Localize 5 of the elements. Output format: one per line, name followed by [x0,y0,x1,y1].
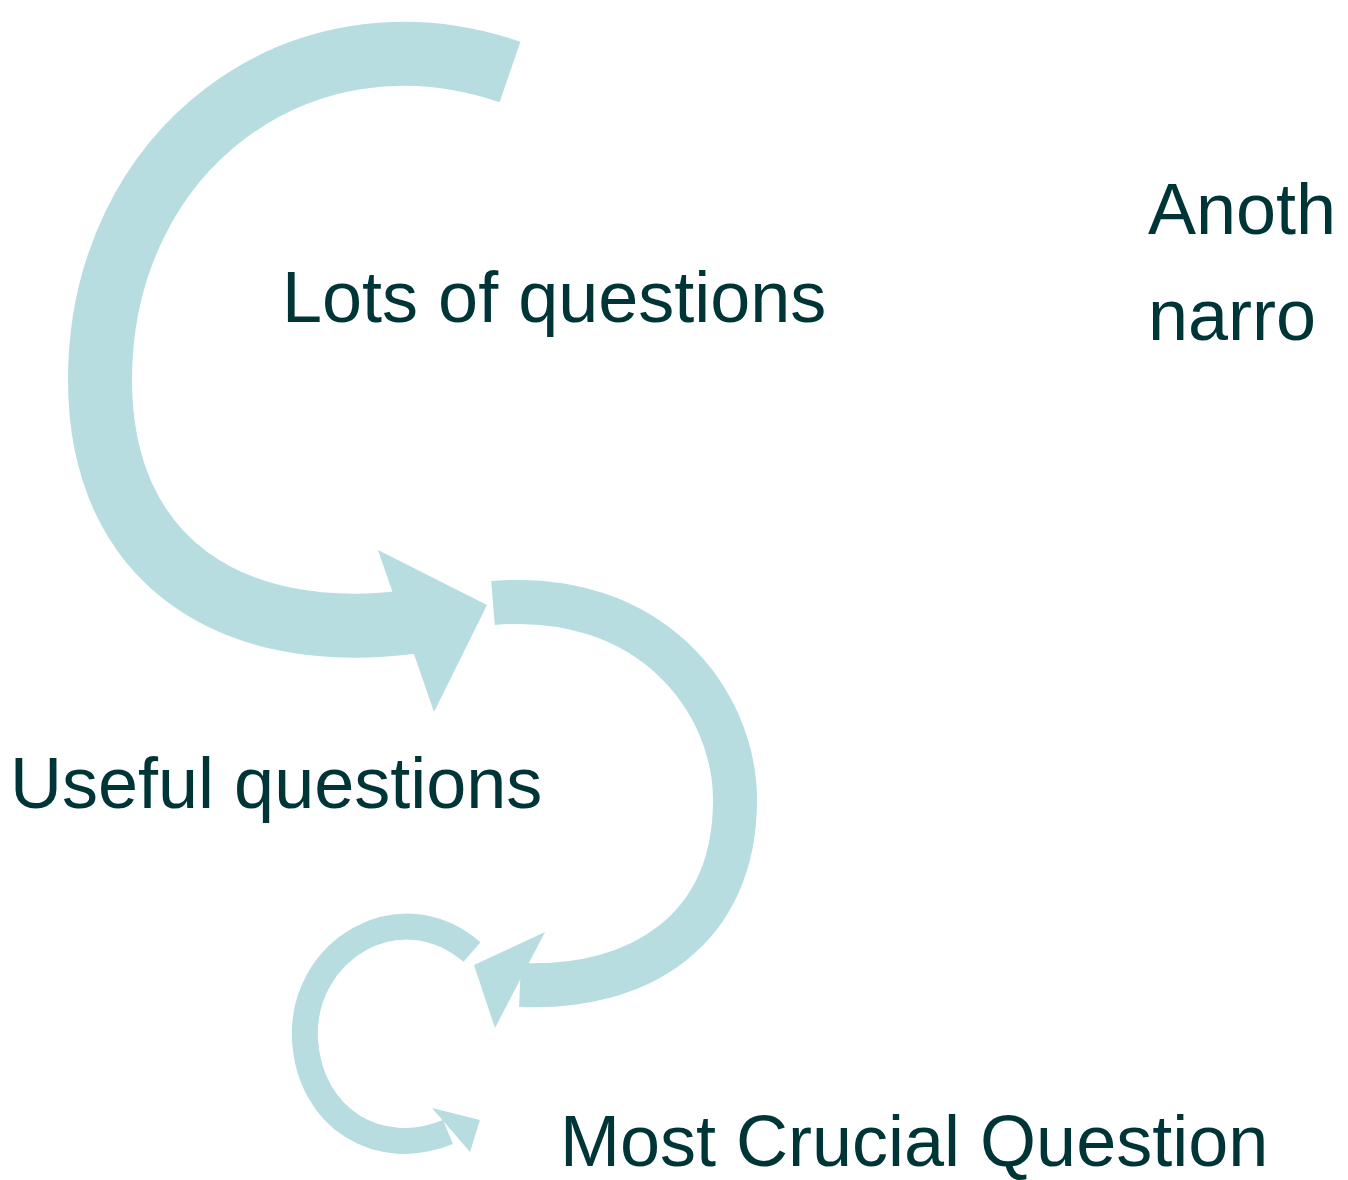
label-text: Lots of questions [282,258,827,338]
label-text: Useful questions [10,744,543,824]
label-text: Anoth [1148,170,1337,250]
label-text: narro [1148,276,1317,356]
label-text: Most Crucial Question [560,1102,1269,1180]
